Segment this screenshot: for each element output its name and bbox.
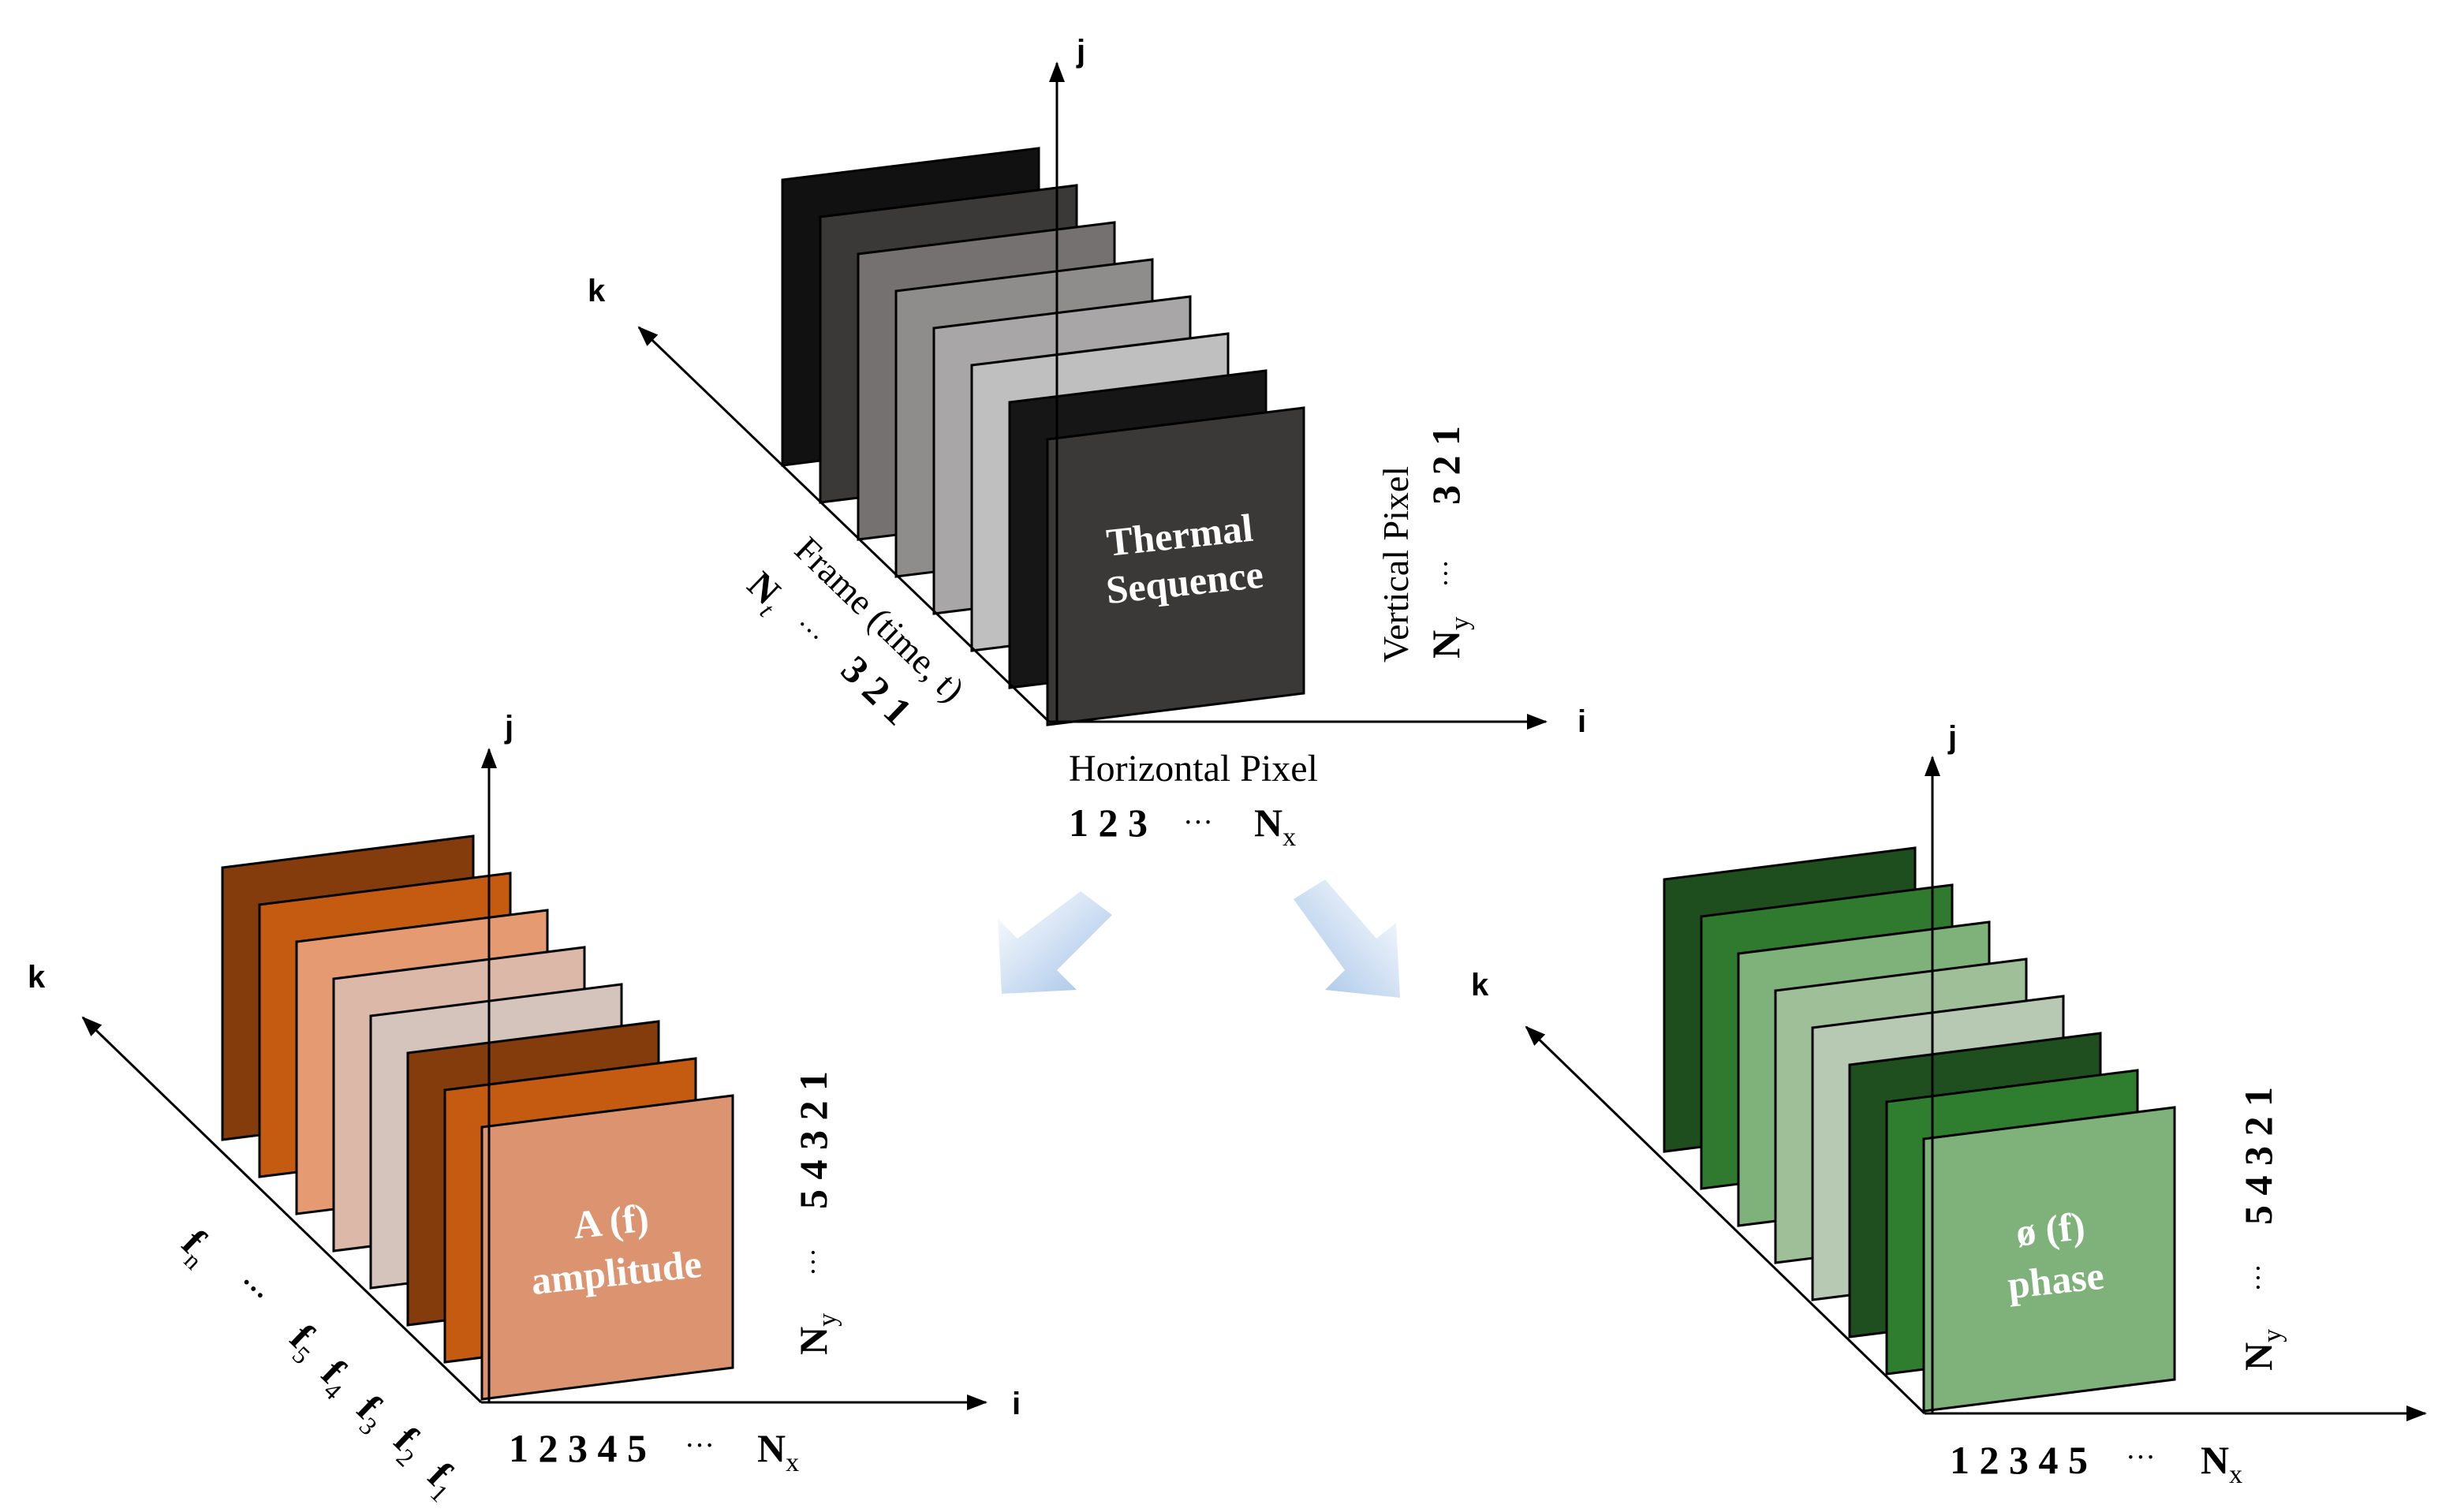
horizontal-pixel-label: Horizontal Pixel [1069, 748, 1318, 790]
vertical-dots: ··· [1430, 559, 1462, 588]
vertical-n: Ny [1424, 617, 1475, 659]
top-axis-j-label: j [1076, 34, 1085, 69]
horizontal-n: Nx [1254, 801, 1296, 852]
frequency-label-1: fn [170, 1221, 223, 1275]
phase-vertical-n: Ny [2236, 1329, 2287, 1371]
frequency-label-4: f4 [309, 1351, 363, 1406]
frame-n: Nt [735, 564, 794, 623]
phase-axis-k-label: k [1471, 968, 1489, 1002]
top-axis-i-label: i [1577, 704, 1586, 739]
frequency-label-2: ··· [232, 1267, 274, 1310]
horizontal-dots: ··· [1183, 806, 1213, 839]
amp-horizontal-n: Nx [757, 1426, 799, 1477]
phase-vertical-count-group: Ny ··· 5 4 3 2 1 [2236, 1087, 2287, 1371]
phase-horizontal-numbers: 1 2 3 4 5 [1950, 1438, 2088, 1482]
amp-axis-j-label: j [504, 710, 513, 745]
frequency-label-3: f5 [278, 1316, 331, 1370]
phase-frames [1663, 846, 2176, 1413]
amp-vertical-numbers: 5 4 3 2 1 [791, 1071, 835, 1209]
top-axis-k-label: k [588, 274, 606, 308]
amp-axis-i-label: i [1012, 1387, 1021, 1421]
frequency-label-6: f2 [382, 1418, 435, 1473]
amp-horizontal-dots: ··· [685, 1429, 715, 1462]
arrow-to-amplitude [998, 891, 1112, 994]
amplitude-label-line1: A (f) [571, 1195, 651, 1247]
thermal-sequence-stack: j k i Thermal Sequence Frame (time, t) N… [588, 34, 1586, 852]
vertical-pixel-count-group: Ny ··· 3 2 1 [1424, 426, 1475, 659]
amp-vertical-count-group: Ny ··· 5 4 3 2 1 [791, 1071, 842, 1355]
amp-horizontal-numbers: 1 2 3 4 5 [509, 1426, 647, 1470]
phase-stack: j k ø (f) phase Ny ··· 5 4 3 2 1 1 2 3 4… [1471, 720, 2427, 1489]
amp-vertical-dots: ··· [797, 1248, 829, 1276]
phase-horizontal-dots: ··· [2126, 1441, 2156, 1474]
phase-frame-8 [1922, 1106, 2176, 1413]
horizontal-numbers: 1 2 3 [1069, 801, 1148, 845]
amp-axis-k [81, 1016, 483, 1404]
transform-arrows [998, 879, 1400, 998]
frequency-label-7: f1 [416, 1454, 469, 1508]
thermal-frame-8 [1046, 406, 1305, 726]
phase-label-line2: phase [2006, 1253, 2106, 1307]
frequency-label-5: f3 [345, 1387, 398, 1441]
arrow-to-phase [1294, 879, 1400, 998]
thermal-frames [781, 147, 1305, 726]
phase-axis-k [1525, 1025, 1926, 1415]
amplitude-frames [221, 834, 734, 1401]
phase-vertical-dots: ··· [2242, 1264, 2274, 1292]
vertical-pixel-label: Vertical Pixel [1376, 466, 1416, 663]
amp-axis-k-label: k [28, 960, 46, 995]
top-axis-k [637, 326, 1051, 723]
phase-horizontal-n: Nx [2201, 1438, 2242, 1489]
phase-axis-j-label: j [1947, 720, 1957, 755]
vertical-numbers: 3 2 1 [1424, 426, 1468, 505]
frame-dots: ··· [788, 610, 831, 652]
phase-vertical-numbers: 5 4 3 2 1 [2236, 1087, 2280, 1225]
phase-frame-label: ø (f) phase [2006, 1204, 2106, 1307]
amp-vertical-n: Ny [791, 1313, 842, 1355]
amplitude-frame-8 [480, 1094, 734, 1401]
vertical-pixel-group: Vertical Pixel [1376, 466, 1416, 663]
phase-label-line1: ø (f) [2014, 1204, 2087, 1255]
